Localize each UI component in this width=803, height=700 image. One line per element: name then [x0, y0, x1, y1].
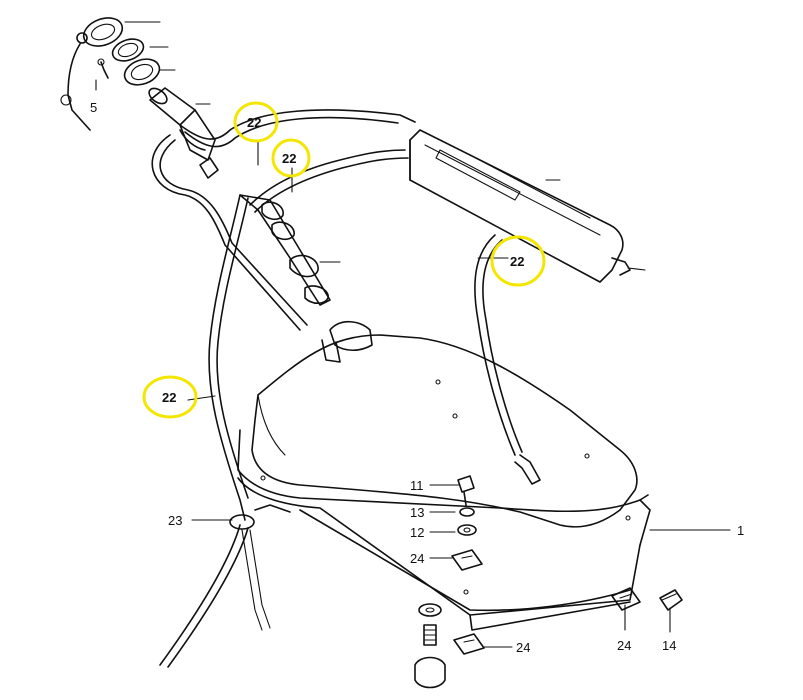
- label-part-24-left: 24: [410, 551, 424, 566]
- label-part-5: 5: [90, 100, 97, 115]
- vent-hoses: [151, 109, 523, 668]
- filler-cap-assembly: [60, 17, 331, 306]
- label-part-22-a: 22: [247, 115, 261, 130]
- mounting-hardware: [414, 475, 683, 689]
- expansion-canister: [409, 129, 646, 283]
- label-part-24-right: 24: [617, 638, 631, 653]
- label-part-22-b: 22: [282, 151, 296, 166]
- highlight-ring-1: [233, 101, 279, 143]
- fuel-tank: [237, 320, 651, 631]
- label-part-23: 23: [168, 513, 182, 528]
- highlight-ring-4: [142, 375, 198, 419]
- label-part-22-d: 22: [162, 390, 176, 405]
- highlight-ring-3: [490, 235, 546, 287]
- label-part-1: 1: [737, 523, 744, 538]
- label-part-12: 12: [410, 525, 424, 540]
- highlight-ring-2: [271, 138, 311, 178]
- part-labels: 5 11 13 12 24 24 24 23 1 14 22 22 22 22: [90, 100, 744, 655]
- highlight-rings: [142, 101, 546, 419]
- label-part-14: 14: [662, 638, 676, 653]
- label-part-22-c: 22: [510, 254, 524, 269]
- label-part-13: 13: [410, 505, 424, 520]
- label-part-24-bottom: 24: [516, 640, 530, 655]
- leader-lines: [95, 21, 731, 648]
- label-part-11: 11: [410, 478, 424, 493]
